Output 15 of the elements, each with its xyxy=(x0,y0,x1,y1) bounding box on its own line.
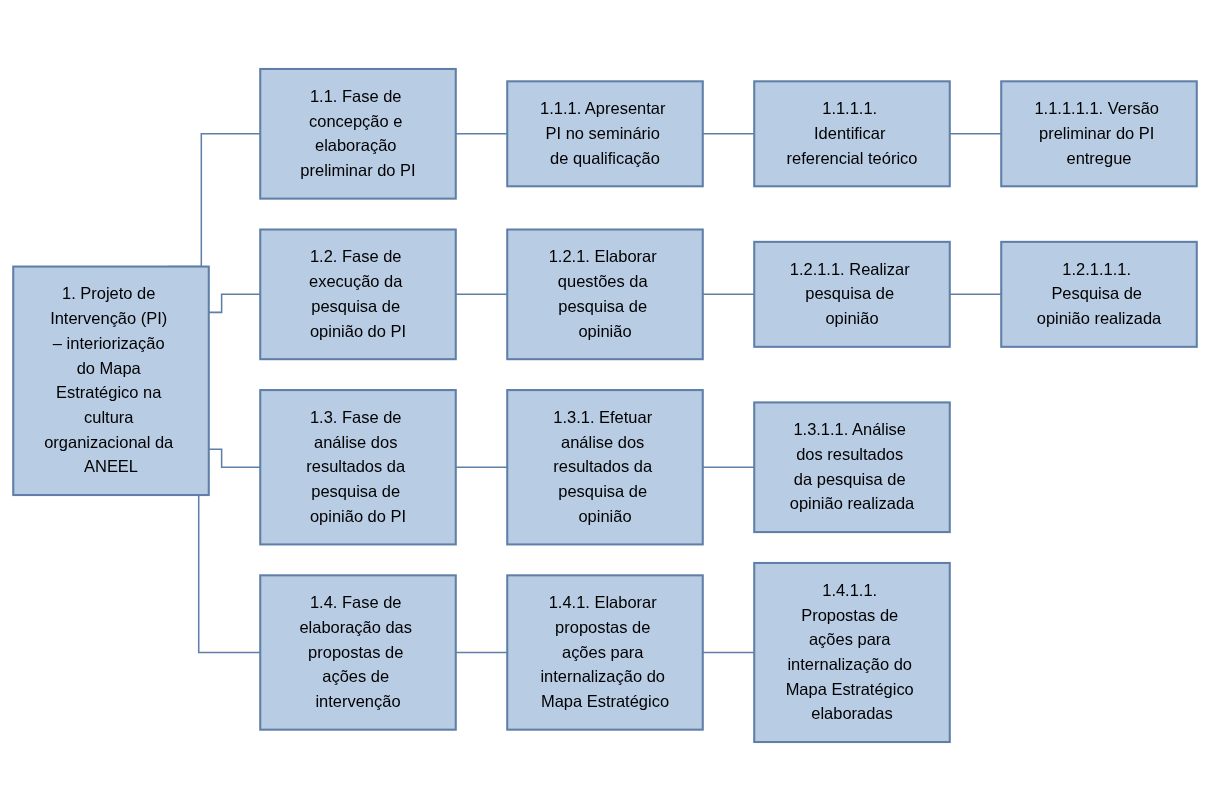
node-box: 1.3. Fase de análise dos resultados da pesquisa de opinião do PI xyxy=(258,389,457,546)
node-box: 1.1. Fase de concepção e elaboração preliminar do PI xyxy=(258,67,457,200)
node-box: 1.2.1.1. Realizar pesquisa de opinião xyxy=(752,240,951,348)
node-box: 1.4. Fase de elaboração das propostas de ações de intervenção xyxy=(258,574,457,731)
node-box: 1.4.1. Elaborar propostas de ações para internalização do Mapa Estratégico xyxy=(505,574,704,731)
node-box: 1.3.1.1. Análise dos resultados da pesquisa de opinião realizada xyxy=(752,401,951,534)
node-box: 1.3.1. Efetuar análise dos resultados da pesquisa de opinião xyxy=(505,389,704,546)
node-box: 1.2.1. Elaborar questões da pesquisa de opinião xyxy=(505,228,704,361)
node-box: 1.2.1.1.1. Pesquisa de opinião realizada xyxy=(999,240,1198,348)
node-box: 1.1.1.1. Identificar referencial teórico xyxy=(752,80,951,188)
node-box: 1.1.1.1.1. Versão preliminar do PI entregue xyxy=(999,80,1198,188)
node-box: 1.2. Fase de execução da pesquisa de opinião do PI xyxy=(258,228,457,361)
node-box: 1.1.1. Apresentar PI no seminário de qualificação xyxy=(505,80,704,188)
node-box: 1.4.1.1. Propostas de ações para internalização do Mapa Estratégico elaboradas xyxy=(752,561,951,744)
node-box: 1. Projeto de Intervenção (PI) – interiorização do Mapa Estratégico na cultura organizacional da ANEEL xyxy=(11,265,210,497)
